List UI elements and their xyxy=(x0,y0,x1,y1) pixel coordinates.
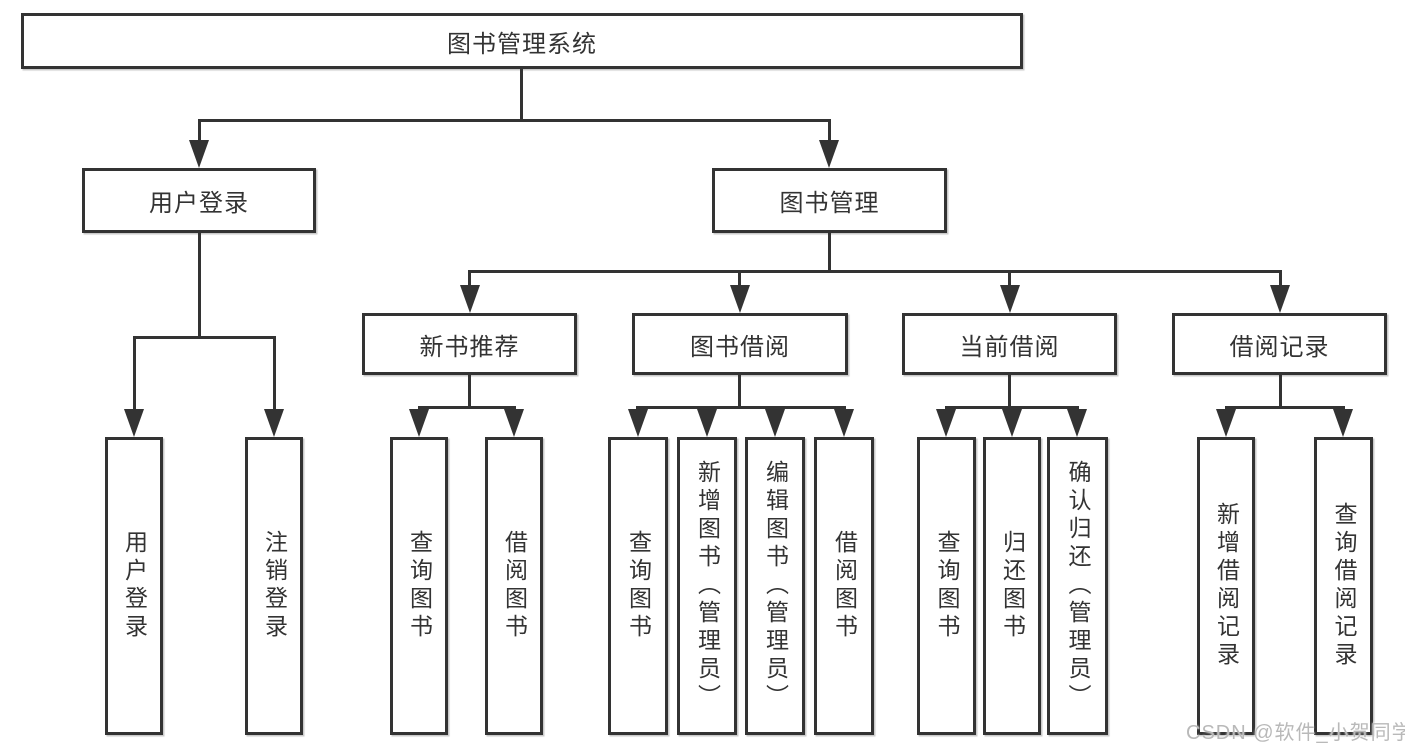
leaf-return-books-label: 归还图书 xyxy=(999,530,1026,642)
node-new-book-recommend-label: 新书推荐 xyxy=(419,333,520,361)
arrowhead-icon xyxy=(834,409,854,437)
leaf-logout-label: 注销登录 xyxy=(261,530,288,642)
connector-line xyxy=(1225,406,1345,409)
arrowhead-icon xyxy=(460,285,480,313)
leaf-confirm-return-admin-label: 确认归还（管理员） xyxy=(1065,460,1091,712)
leaf-logout: 注销登录 xyxy=(245,437,303,735)
arrowhead-icon xyxy=(124,409,144,437)
leaf-user-login-label: 用户登录 xyxy=(121,530,148,642)
leaf-query-borrow-record-label: 查询借阅记录 xyxy=(1331,502,1357,670)
connector-line xyxy=(738,270,741,287)
arrowhead-icon xyxy=(628,409,648,437)
leaf-query-borrow-record: 查询借阅记录 xyxy=(1314,437,1373,735)
node-book-management: 图书管理 xyxy=(712,168,947,233)
connector-line xyxy=(828,119,831,143)
connector-line xyxy=(1008,375,1011,408)
arrowhead-icon xyxy=(1270,285,1290,313)
leaf-return-books: 归还图书 xyxy=(983,437,1041,735)
arrowhead-icon xyxy=(1333,409,1353,437)
arrowhead-icon xyxy=(1216,409,1236,437)
connector-line xyxy=(198,119,201,143)
arrowhead-icon xyxy=(730,285,750,313)
node-borrow-records: 借阅记录 xyxy=(1172,313,1387,375)
node-user-login: 用户登录 xyxy=(82,168,316,233)
leaf-query-books-recommend-label: 查询图书 xyxy=(406,530,433,642)
leaf-borrow-books-label: 借阅图书 xyxy=(831,530,858,642)
arrowhead-icon xyxy=(1067,409,1087,437)
arrowhead-icon xyxy=(1000,285,1020,313)
connector-line xyxy=(273,336,276,412)
connector-line xyxy=(945,406,1079,409)
leaf-query-books-borrow-label: 查询图书 xyxy=(625,530,652,642)
connector-line xyxy=(1279,375,1282,408)
connector-line xyxy=(520,69,523,120)
leaf-confirm-return-admin: 确认归还（管理员） xyxy=(1047,437,1108,735)
connector-line xyxy=(636,406,846,409)
arrowhead-icon xyxy=(504,409,524,437)
leaf-query-books-current-label: 查询图书 xyxy=(934,530,960,642)
leaf-add-books-admin-label: 新增图书（管理员） xyxy=(694,460,721,712)
watermark: CSDN @软件_小贺同学 xyxy=(1186,722,1405,744)
leaf-add-books-admin: 新增图书（管理员） xyxy=(677,437,737,735)
node-book-borrow: 图书借阅 xyxy=(632,313,848,375)
node-user-login-label: 用户登录 xyxy=(149,190,249,217)
arrowhead-icon xyxy=(936,409,956,437)
leaf-query-books-borrow: 查询图书 xyxy=(608,437,668,735)
connector-line xyxy=(198,119,831,122)
leaf-edit-books-admin-label: 编辑图书（管理员） xyxy=(762,460,789,712)
connector-line xyxy=(133,336,136,412)
connector-line xyxy=(468,270,471,287)
connector-line xyxy=(418,406,516,409)
node-root: 图书管理系统 xyxy=(21,13,1023,69)
connector-line xyxy=(1008,270,1011,287)
connector-line xyxy=(828,233,831,273)
connector-line xyxy=(468,270,1282,273)
leaf-query-books-current: 查询图书 xyxy=(917,437,976,735)
node-root-label: 图书管理系统 xyxy=(447,30,597,58)
arrowhead-icon xyxy=(1002,409,1022,437)
arrowhead-icon xyxy=(189,140,209,168)
node-borrow-records-label: 借阅记录 xyxy=(1229,333,1330,361)
leaf-edit-books-admin: 编辑图书（管理员） xyxy=(745,437,805,735)
arrowhead-icon xyxy=(264,409,284,437)
node-current-borrow: 当前借阅 xyxy=(902,313,1117,375)
connector-line xyxy=(468,375,471,408)
leaf-borrow-books-recommend-label: 借阅图书 xyxy=(501,530,528,642)
connector-line xyxy=(1279,270,1282,287)
node-current-borrow-label: 当前借阅 xyxy=(959,333,1060,361)
arrowhead-icon xyxy=(697,409,717,437)
connector-line xyxy=(133,336,276,339)
connector-line xyxy=(198,233,201,339)
leaf-user-login: 用户登录 xyxy=(105,437,163,735)
leaf-query-books-recommend: 查询图书 xyxy=(390,437,448,735)
leaf-borrow-books: 借阅图书 xyxy=(814,437,874,735)
arrowhead-icon xyxy=(819,140,839,168)
node-book-borrow-label: 图书借阅 xyxy=(690,333,790,361)
arrowhead-icon xyxy=(765,409,785,437)
node-new-book-recommend: 新书推荐 xyxy=(362,313,577,375)
node-book-management-label: 图书管理 xyxy=(779,190,880,217)
arrowhead-icon xyxy=(409,409,429,437)
connector-line xyxy=(738,375,741,408)
leaf-add-borrow-record-label: 新增借阅记录 xyxy=(1213,502,1240,670)
leaf-add-borrow-record: 新增借阅记录 xyxy=(1197,437,1255,735)
leaf-borrow-books-recommend: 借阅图书 xyxy=(485,437,543,735)
